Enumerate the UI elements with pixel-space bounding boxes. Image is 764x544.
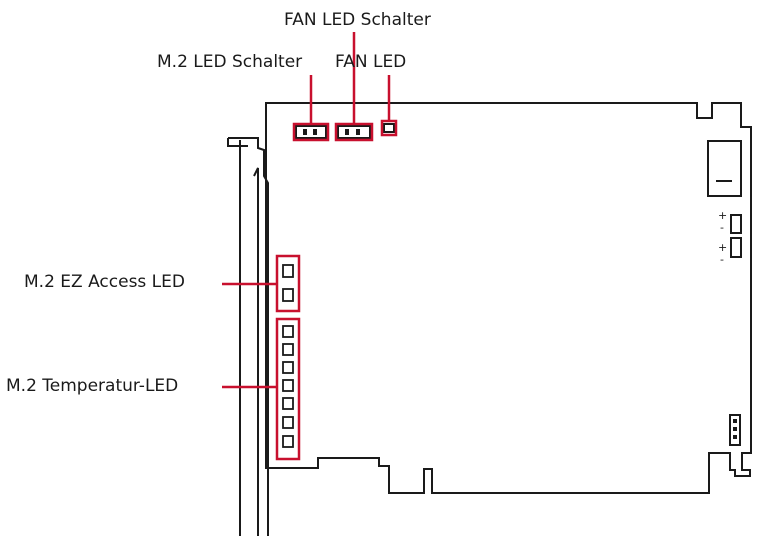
temp-led-6 bbox=[282, 416, 294, 429]
fan-led-switch-header bbox=[337, 125, 371, 139]
small-pin-header bbox=[729, 414, 741, 446]
led-header-2 bbox=[730, 237, 742, 258]
temp-led-5 bbox=[282, 397, 294, 410]
polarity-plus-2: + bbox=[718, 241, 728, 254]
temp-led-1 bbox=[282, 325, 294, 338]
polarity-plus-1: + bbox=[718, 209, 728, 222]
temperature-highlight bbox=[275, 317, 301, 461]
m2-temperature-led-label: M.2 Temperatur-LED bbox=[6, 376, 179, 396]
fan-led-switch-label: FAN LED Schalter bbox=[284, 10, 431, 30]
temp-led-4 bbox=[282, 379, 294, 392]
polarity-minus-2: - bbox=[720, 253, 724, 266]
fan-led-component bbox=[383, 123, 395, 133]
card-outline bbox=[265, 102, 752, 494]
m2-led-switch-label: M.2 LED Schalter bbox=[157, 52, 303, 72]
m2-led-switch-header bbox=[295, 125, 327, 139]
temp-led-7 bbox=[282, 435, 294, 448]
polarity-minus-1: - bbox=[720, 221, 724, 234]
temp-led-3 bbox=[282, 361, 294, 374]
led-header-1 bbox=[730, 214, 742, 234]
fan-led-label: FAN LED bbox=[335, 52, 407, 72]
temp-led-2 bbox=[282, 343, 294, 356]
power-connector bbox=[707, 140, 742, 197]
io-bracket bbox=[228, 137, 269, 536]
ez-led-1 bbox=[282, 264, 294, 278]
ez-led-2 bbox=[282, 288, 294, 302]
m2-ez-access-led-label: M.2 EZ Access LED bbox=[24, 272, 185, 292]
